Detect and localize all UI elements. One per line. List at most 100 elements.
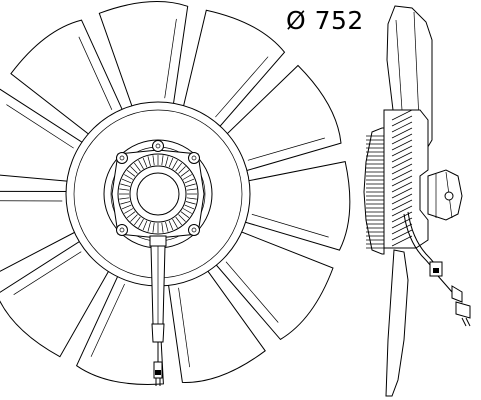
hatch-line	[391, 175, 413, 187]
fin-line	[138, 160, 144, 170]
bolt-center	[155, 143, 161, 149]
fin-line	[184, 204, 195, 210]
fin-line	[124, 208, 134, 214]
fan-side-view	[363, 5, 471, 397]
hatch-line	[391, 139, 413, 151]
hatch-line	[391, 181, 413, 193]
hatch-line	[391, 151, 413, 163]
fin-line	[172, 218, 178, 228]
fan-blades	[0, 1, 351, 385]
hatch-line	[391, 127, 413, 139]
fan-blade	[0, 233, 117, 358]
fin-line	[184, 178, 195, 184]
fin-line	[165, 156, 169, 167]
clutch-disc-fins	[366, 135, 384, 249]
hatch-line	[391, 187, 413, 199]
hatch-line	[391, 109, 413, 121]
fin-line	[124, 174, 134, 180]
blade-edge-line	[13, 251, 82, 296]
fin-line	[152, 222, 155, 233]
fan-blade	[0, 190, 88, 272]
hatch-line	[391, 199, 413, 211]
connector-plug	[451, 285, 463, 303]
fin-line	[138, 218, 144, 228]
hatch-line	[391, 205, 413, 217]
fin-line	[186, 197, 197, 200]
fin-line	[178, 166, 186, 174]
bolt-head	[116, 152, 128, 164]
blade-edge-line	[90, 283, 125, 357]
mounting-bolts	[116, 140, 200, 248]
hatch-line	[391, 157, 413, 169]
diameter-label: Ø 752	[286, 6, 364, 35]
fan-blade	[98, 1, 189, 120]
bolt-center	[119, 155, 125, 161]
fan-blade	[216, 64, 342, 175]
blade-side-profile-lower	[385, 249, 409, 397]
clutch-disc	[363, 127, 385, 255]
bolt-head	[116, 224, 128, 236]
fan-blade	[206, 226, 334, 341]
blade-edge-line	[225, 261, 279, 323]
fin-line	[147, 156, 151, 167]
center-bore	[136, 172, 180, 216]
hatch-line	[391, 223, 413, 235]
hatch-line	[391, 133, 413, 145]
fan-blade	[75, 263, 164, 385]
fin-line	[119, 188, 130, 191]
hatch-line	[391, 121, 413, 133]
hatch-line	[391, 115, 413, 127]
fin-line	[175, 162, 182, 172]
fin-line	[134, 162, 141, 172]
fin-line	[134, 216, 141, 226]
fin-line	[168, 157, 174, 168]
sensor-arm	[149, 235, 167, 386]
fin-line	[185, 183, 196, 187]
fin-line	[120, 201, 131, 205]
bolt-head	[188, 224, 200, 236]
fin-line	[142, 220, 148, 231]
fin-line	[120, 183, 131, 187]
blade-edge-line	[6, 104, 74, 149]
fin-line	[178, 214, 186, 222]
fin-line	[168, 220, 174, 231]
hatch-line	[391, 217, 413, 229]
fin-line	[126, 211, 136, 218]
blade-edge-line	[78, 36, 113, 110]
fin-line	[165, 221, 169, 232]
blade-edge-line	[164, 18, 177, 99]
fan-blade	[166, 259, 266, 383]
fin-line	[161, 155, 164, 166]
bolt-center	[191, 155, 197, 161]
fin-line	[161, 222, 164, 233]
hatch-line	[391, 193, 413, 205]
fin-line	[130, 166, 138, 174]
fin-line	[142, 157, 148, 168]
hatch-line	[391, 235, 413, 247]
fin-line	[130, 214, 138, 222]
fan-blade	[179, 9, 286, 138]
fin-line	[186, 188, 197, 191]
bolt-center	[119, 227, 125, 233]
bolt-head	[152, 140, 164, 152]
fin-line	[119, 197, 130, 200]
fin-line	[152, 155, 155, 166]
fin-line	[180, 211, 190, 218]
fin-line	[121, 204, 132, 210]
cooling-fins	[119, 155, 197, 233]
fin-line	[172, 160, 178, 170]
fin-line	[121, 178, 132, 184]
hatch-line	[391, 163, 413, 175]
fan-blade	[10, 19, 129, 144]
fan-blade	[0, 88, 95, 183]
fin-line	[126, 170, 136, 177]
blade-edge-line	[215, 56, 269, 118]
fin-line	[182, 174, 192, 180]
fin-line	[175, 216, 182, 226]
fin-line	[182, 208, 192, 214]
fin-line	[180, 170, 190, 177]
bolt-head	[188, 152, 200, 164]
fin-line	[147, 221, 151, 232]
hatch-line	[391, 169, 413, 181]
